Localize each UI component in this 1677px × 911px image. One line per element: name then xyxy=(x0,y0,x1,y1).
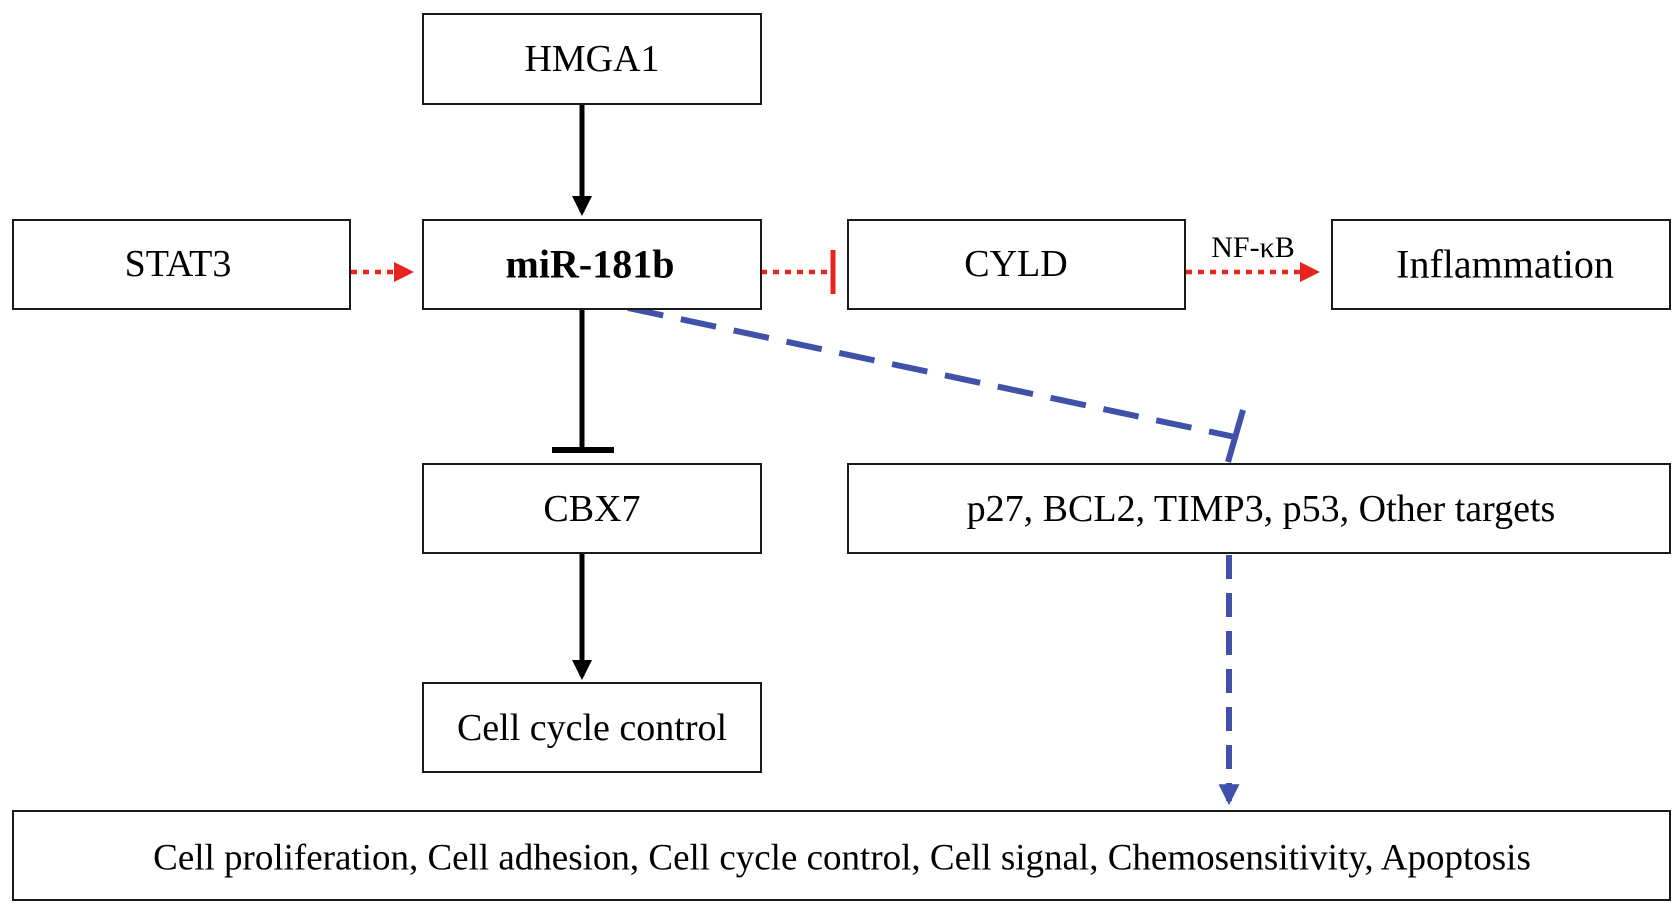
node-hmga1: HMGA1 xyxy=(422,13,762,105)
node-targets-label: p27, BCL2, TIMP3, p53, Other targets xyxy=(967,488,1556,530)
node-cyld: CYLD xyxy=(847,219,1186,310)
node-cbx7: CBX7 xyxy=(422,463,762,554)
node-stat3-label: STAT3 xyxy=(125,243,232,285)
node-targets: p27, BCL2, TIMP3, p53, Other targets xyxy=(847,463,1671,554)
node-cyld-label: CYLD xyxy=(964,243,1067,285)
node-cell-cycle-control-label: Cell cycle control xyxy=(457,707,727,749)
inhibition-bar-targets xyxy=(1225,409,1246,463)
edge-mir181b-inhibits-targets xyxy=(627,305,1236,440)
node-mir181b-label: miR-181b xyxy=(506,242,675,287)
node-mir181b: miR-181b xyxy=(422,219,762,310)
node-outcomes-label: Cell proliferation, Cell adhesion, Cell … xyxy=(153,838,1531,879)
node-stat3: STAT3 xyxy=(12,219,351,310)
edge-label-nfkb: NF-κB xyxy=(1211,231,1294,264)
node-outcomes: Cell proliferation, Cell adhesion, Cell … xyxy=(12,810,1671,901)
node-hmga1-label: HMGA1 xyxy=(524,38,659,80)
node-cbx7-label: CBX7 xyxy=(543,488,640,530)
node-cell-cycle-control: Cell cycle control xyxy=(422,682,762,773)
node-inflammation: Inflammation xyxy=(1331,219,1671,310)
node-inflammation-label: Inflammation xyxy=(1396,242,1614,287)
